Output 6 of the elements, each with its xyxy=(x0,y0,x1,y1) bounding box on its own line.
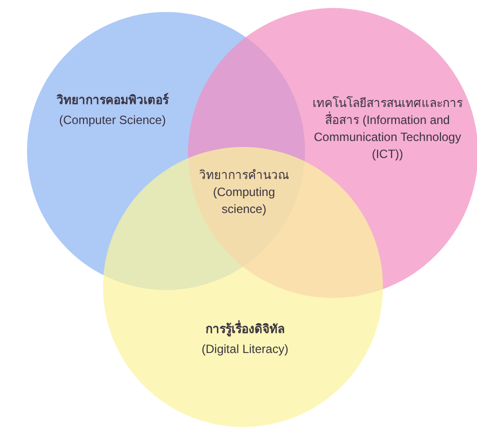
overlap-label: วิทยาการคำนวณ (Computing science) xyxy=(198,167,290,218)
circle-label: เทคโนโลยีสารสนเทศและการสื่อสาร (Information and Communication Technology (ICT)) xyxy=(312,95,464,163)
circle-label: (Digital Literacy) xyxy=(200,341,290,358)
circle-label: การรู้เรื่องดิจิทัล xyxy=(204,321,286,338)
circle-label: วิทยาการคอมพิวเตอร์ xyxy=(56,92,170,109)
circle-label: (Computer Science) xyxy=(58,112,167,129)
